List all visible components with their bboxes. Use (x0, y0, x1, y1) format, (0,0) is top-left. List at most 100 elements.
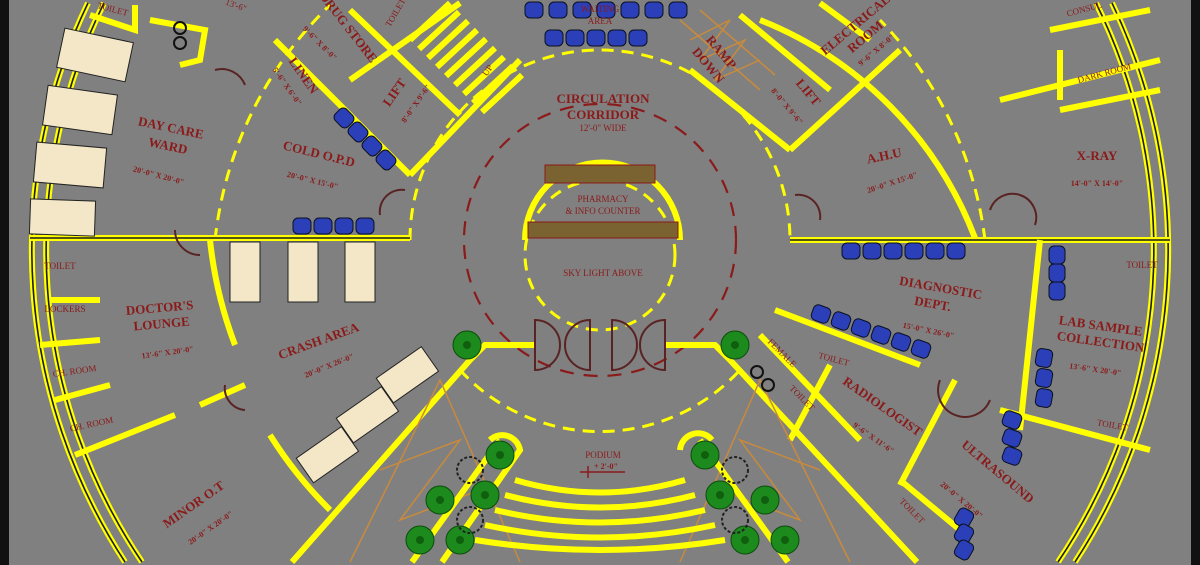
chair (1001, 410, 1023, 430)
podium-steps (409, 430, 791, 564)
chair (953, 539, 975, 561)
left-border (0, 0, 9, 565)
chair (607, 29, 627, 47)
chair (572, 1, 592, 19)
chair (1001, 428, 1023, 448)
chair (596, 1, 616, 19)
chair (524, 1, 544, 19)
label-circulation-1: CIRCULATION (557, 91, 651, 106)
doors (174, 68, 1038, 418)
tree-center (496, 451, 504, 459)
circulation-boundary (462, 102, 738, 378)
shrub (456, 506, 484, 534)
staircase (407, 0, 525, 115)
label-podium: PODIUM (585, 450, 621, 460)
toilet-fixture (173, 36, 187, 50)
chair (1048, 245, 1066, 265)
chair (620, 1, 640, 19)
chair (1034, 348, 1054, 368)
chair (334, 217, 354, 235)
bed (28, 198, 97, 237)
bed (32, 141, 108, 189)
label-toilet-left: TOILET (44, 261, 76, 271)
bed (335, 385, 400, 444)
label-ahu: A.H.U (865, 144, 903, 166)
chair (1034, 388, 1054, 408)
chair (946, 242, 966, 260)
chair (1048, 281, 1066, 301)
chair (1048, 263, 1066, 283)
stair-tread (452, 45, 498, 88)
chair (810, 304, 832, 324)
furniture (28, 1, 1066, 561)
shrub (456, 456, 484, 484)
stair-tread (407, 0, 453, 43)
label-xray: X-RAY (1077, 148, 1118, 163)
bed (375, 345, 440, 404)
chair (565, 29, 585, 47)
pharmacy-counter (522, 159, 683, 241)
chair (910, 339, 932, 359)
label-doctors-1: DOCTOR'S (125, 297, 194, 318)
tree-center (481, 491, 489, 499)
toilet-fixture (750, 365, 764, 379)
bed (295, 425, 360, 484)
tree-center (716, 491, 724, 499)
chair (347, 121, 369, 143)
stair-tread (425, 18, 471, 61)
bed (56, 27, 134, 83)
shrub (721, 506, 749, 534)
chair (870, 325, 892, 345)
bed (41, 84, 119, 136)
chair (361, 135, 383, 157)
chair (548, 1, 568, 19)
tree-center (436, 496, 444, 504)
chair (313, 217, 333, 235)
bed (344, 241, 376, 303)
chair (333, 107, 355, 129)
right-border (1191, 0, 1200, 565)
tree-center (701, 451, 709, 459)
stair-tread (461, 54, 507, 97)
chair (925, 242, 945, 260)
skylight-circle (523, 178, 677, 332)
stair-tread (479, 72, 525, 115)
bed (229, 241, 261, 303)
chair (668, 1, 688, 19)
chair (292, 217, 312, 235)
label-circulation-2: CORRIDOR (567, 107, 640, 122)
chair (1001, 446, 1023, 466)
label-xray-dim: 14'-0" X 14'-0" (1071, 179, 1123, 188)
chair (586, 29, 606, 47)
label-circulation-dim: 12'-0" WIDE (579, 123, 627, 133)
chair (628, 29, 648, 47)
podium-level-marker (580, 466, 625, 478)
label-podium-level: + 2'-0" (594, 462, 618, 471)
stair-tread (443, 36, 489, 79)
tree-center (731, 341, 739, 349)
chair (544, 29, 564, 47)
label-diagnostic-2: DEPT. (913, 293, 952, 314)
label-toilet-right-top: TOILET (1126, 260, 1158, 270)
tree-center (463, 341, 471, 349)
chair (375, 149, 397, 171)
chair (890, 332, 912, 352)
chair (883, 242, 903, 260)
chair (904, 242, 924, 260)
chair (355, 217, 375, 235)
bed (287, 241, 319, 303)
stair-tread (434, 27, 480, 70)
label-doctors-2: LOUNGE (133, 314, 190, 334)
toilet-fixture (761, 378, 775, 392)
chair (850, 318, 872, 338)
tree-center (761, 496, 769, 504)
stair-tread (470, 63, 516, 106)
tree-center (416, 536, 424, 544)
chair (830, 311, 852, 331)
shrub (721, 456, 749, 484)
chair (841, 242, 861, 260)
toilet-fixture (173, 21, 187, 35)
chair (862, 242, 882, 260)
